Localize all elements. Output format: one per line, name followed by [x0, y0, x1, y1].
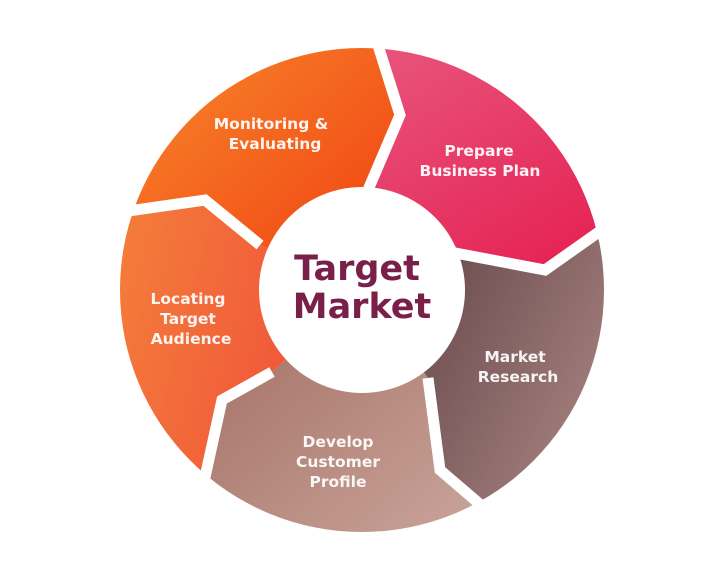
segment-label-market-research: Market Research: [478, 348, 559, 386]
label-line: Target: [160, 310, 216, 328]
center-title-line1: Target: [294, 249, 420, 289]
label-line: Customer: [296, 453, 380, 471]
segment-separator: [422, 377, 514, 535]
label-line: Audience: [151, 330, 232, 348]
segment-separator: [99, 194, 264, 250]
segment-separator: [362, 18, 406, 193]
segment-separator: [448, 205, 634, 276]
label-line: Research: [478, 368, 559, 386]
segment-label-develop: Develop Customer Profile: [296, 433, 380, 491]
segment-separator: [194, 367, 275, 502]
label-line: Market: [484, 348, 546, 366]
center-title-line2: Market: [293, 287, 432, 327]
label-line: Monitoring &: [214, 115, 328, 133]
label-line: Develop: [302, 433, 373, 451]
segment-label-monitoring: Monitoring & Evaluating: [214, 115, 328, 153]
label-line: Business Plan: [420, 162, 541, 180]
center-circle: [259, 187, 465, 393]
label-line: Evaluating: [229, 135, 322, 153]
label-line: Profile: [310, 473, 367, 491]
segment-label-locating: Locating Target Audience: [150, 290, 231, 348]
label-line: Prepare: [444, 142, 513, 160]
segment-label-prepare: Prepare Business Plan: [420, 142, 541, 180]
label-line: Locating: [150, 290, 225, 308]
segment-develop-customer-profile: [197, 290, 510, 532]
